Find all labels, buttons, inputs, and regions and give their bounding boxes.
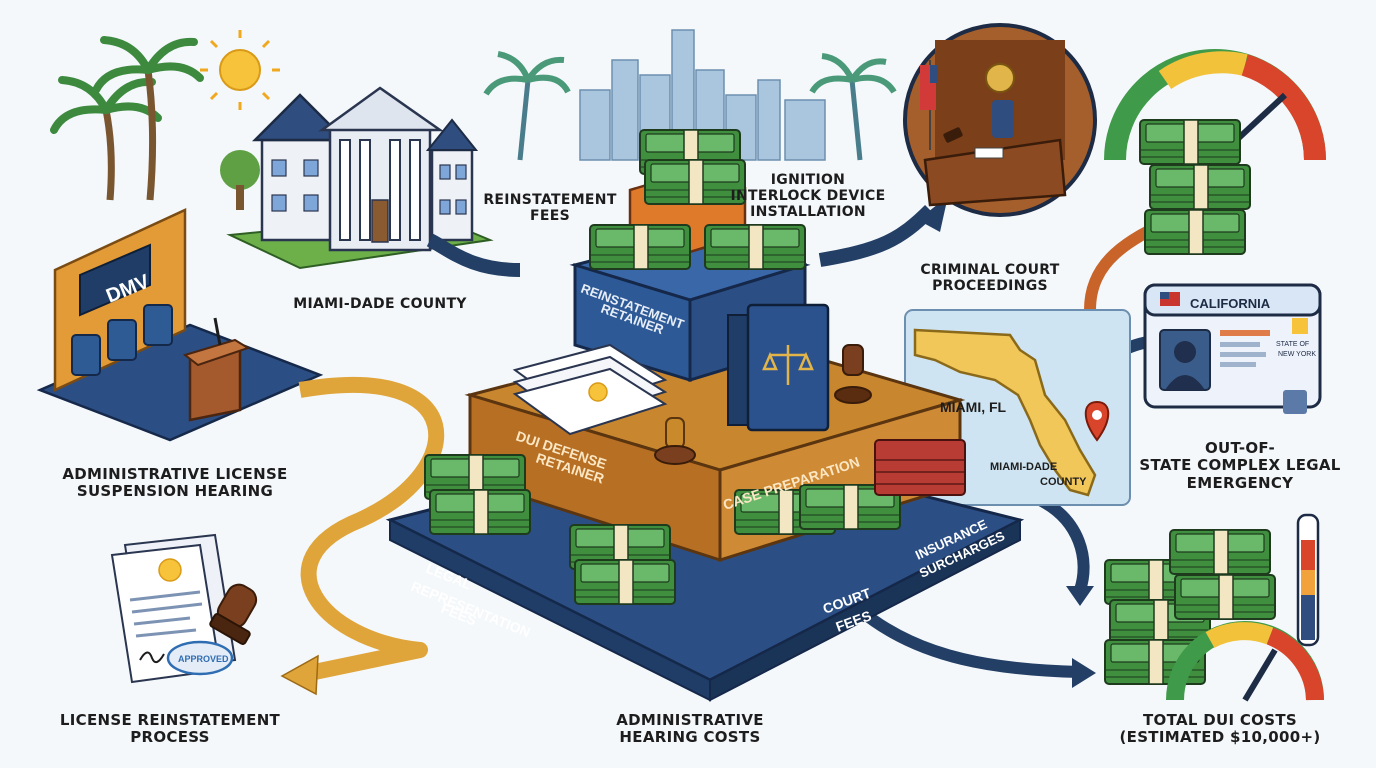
- legal-papers-icon: [512, 343, 668, 436]
- gold-arrowhead: [280, 654, 319, 696]
- map-label-miami-fl: MIAMI, FL: [940, 399, 1007, 415]
- label-total-dui-costs: TOTAL DUI COSTS (ESTIMATED $10,000+): [1119, 711, 1321, 747]
- stamp-text: APPROVED: [178, 654, 229, 664]
- label-license-reinstatement: LICENSE REINSTATEMENT PROCESS: [59, 711, 281, 747]
- courtroom-scene-icon: [903, 23, 1097, 217]
- label-criminal-court: CRIMINAL COURT PROCEEDINGS: [920, 262, 1060, 295]
- palm-tree-icons: [50, 36, 260, 210]
- california-license-card-icon: [1143, 283, 1322, 414]
- license-card-small-text-2: NEW YORK: [1278, 351, 1316, 358]
- map-label-county-1: MIAMI-DADE: [990, 461, 1057, 473]
- arrow-to-license-reinstatement: [298, 377, 445, 683]
- dmv-hearing-room-icon: [36, 208, 324, 442]
- courthouse-building-icon: [226, 86, 494, 270]
- cost-thermometer-icon: [1296, 513, 1320, 647]
- label-admin-hearing-costs: ADMINISTRATIVE HEARING COSTS: [616, 711, 764, 747]
- map-label-county-2: COUNTY: [1040, 476, 1087, 488]
- license-card-small-text-1: STATE OF: [1276, 341, 1309, 348]
- label-miami-dade-county: MIAMI-DADE COUNTY: [293, 296, 467, 312]
- label-out-of-state-emergency: OUT-OF- STATE COMPLEX LEGAL EMERGENCY: [1139, 439, 1341, 492]
- label-ignition-interlock: IGNITION INTERLOCK DEVICE INSTALLATION: [730, 172, 886, 221]
- city-skyline: [579, 29, 826, 161]
- approved-document-icon: [110, 533, 258, 684]
- palm-skyline-icons: [483, 51, 897, 161]
- legal-costs-pyramid: [385, 129, 1025, 702]
- label-reinstatement-fees: REINSTATEMENT FEES: [483, 192, 617, 225]
- total-cost-gauge-icon: [1166, 621, 1324, 702]
- gavel-icon: [654, 344, 872, 465]
- arrow-to-courthouse: [426, 233, 521, 277]
- money-stacks-top-right: [1139, 119, 1251, 255]
- arrow-from-map: [1037, 494, 1090, 592]
- red-money-stack: [874, 439, 966, 496]
- license-card-state: CALIFORNIA: [1190, 296, 1271, 311]
- sun-icon: [200, 30, 280, 110]
- law-books-icon: [727, 303, 830, 432]
- arrow-to-total-costs: [856, 605, 1081, 678]
- label-admin-license-hearing: ADMINISTRATIVE LICENSE SUSPENSION HEARIN…: [62, 465, 288, 501]
